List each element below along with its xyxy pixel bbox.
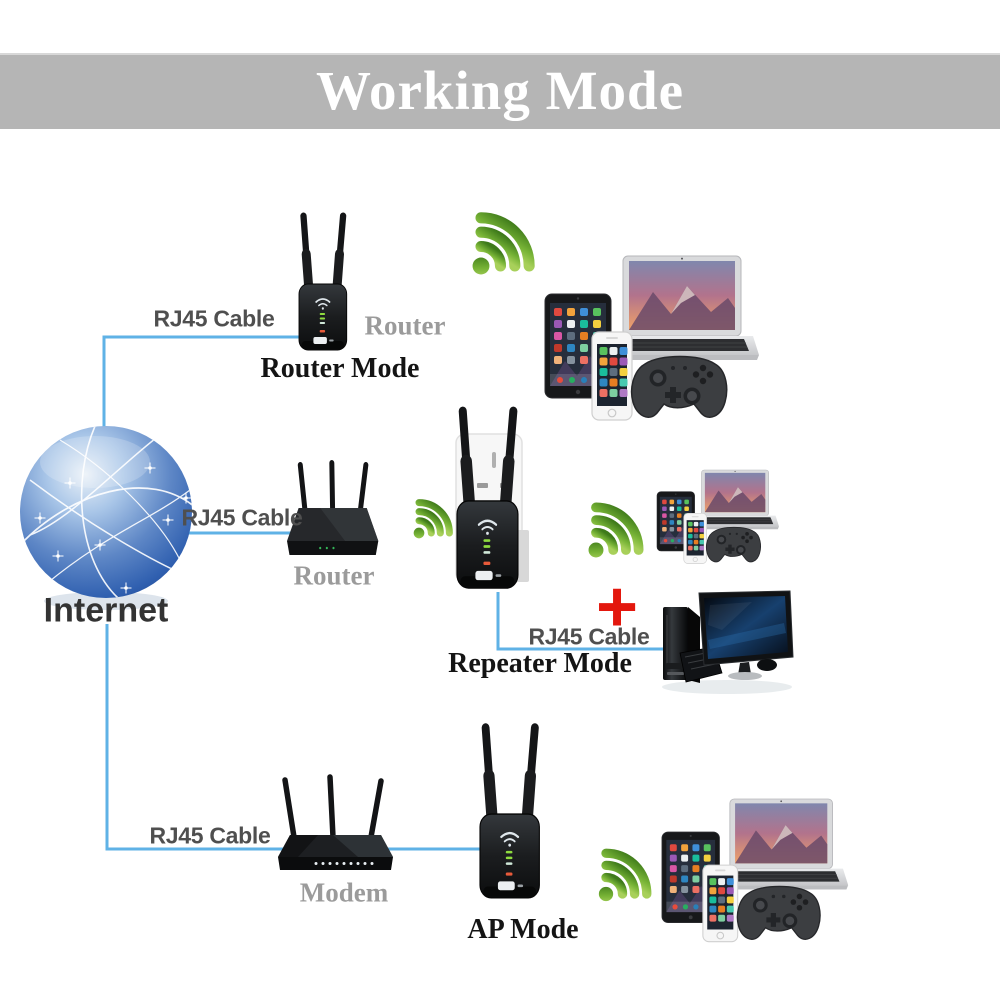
router-mode-label: Router Mode [260,353,420,384]
desktop-pc [661,590,794,695]
repeater-device-router-mode [299,216,347,350]
router-label-top: Router [364,310,446,341]
wifi-icon-router-mode [451,208,539,296]
cable-line-repeater-out [496,592,663,651]
cable-line-router-mode [102,335,300,430]
client-devices-router-mode [544,255,760,421]
client-devices-ap-mode [661,798,849,943]
cable-line-ap-mode [105,624,483,851]
internet-label: Internet [43,591,169,630]
modem-device [278,777,393,870]
cable-label-router-mode: RJ45 Cable [153,305,275,332]
page-title: Working Mode [316,59,684,121]
cable-label-repeater-out: RJ45 Cable [528,623,650,650]
cable-label-ap-mode: RJ45 Cable [149,822,271,849]
plus-icon: + [595,567,639,648]
modem-label: Modem [299,877,389,908]
wifi-icon-ap-mode [581,845,656,920]
ap-mode-label: AP Mode [467,914,579,945]
router-label-mid: Router [293,560,375,591]
wifi-icon-repeater-uplink [400,496,456,552]
wifi-icon-repeater-downlink [569,499,647,577]
rj45-cable-lines [102,335,663,851]
title-banner: Working Mode [0,53,1000,129]
internet-globe-icon [20,426,192,610]
repeater-device-ap-mode [480,728,539,898]
client-devices-repeater-mode [656,469,780,564]
cable-label-repeater-in: RJ45 Cable [181,504,303,531]
repeater-mode-label: Repeater Mode [448,648,632,679]
